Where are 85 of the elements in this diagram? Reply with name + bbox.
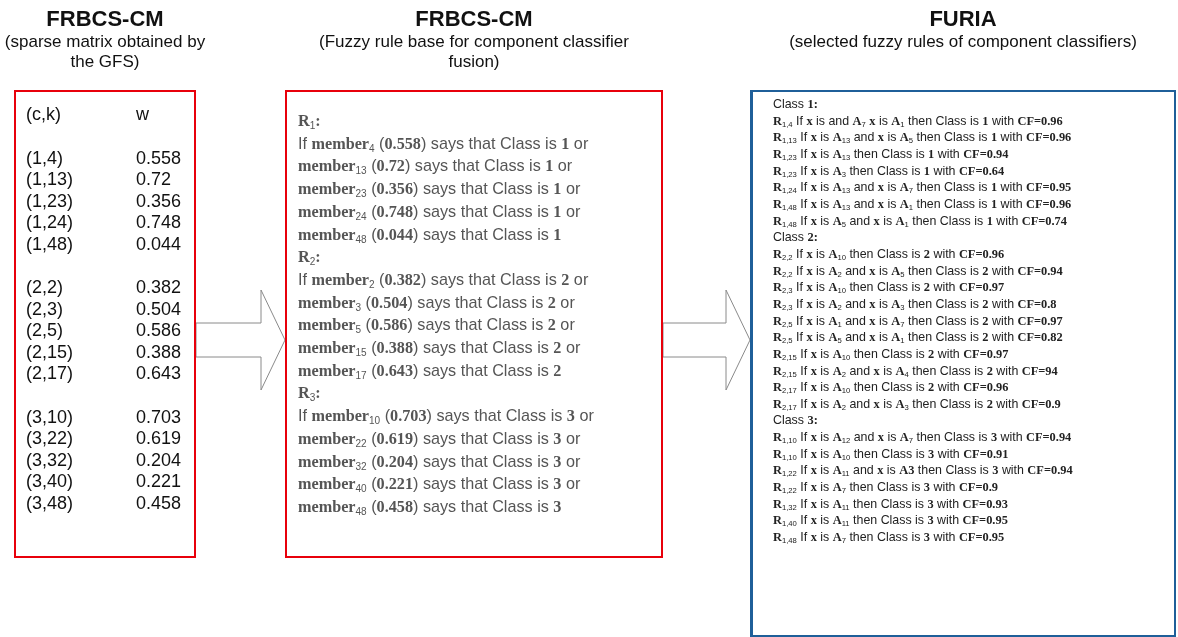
- table-cell: 0.382: [136, 277, 182, 299]
- panel-title: FURIA: [928, 6, 998, 32]
- rule-text: If member$_{10}$ (0.703) says that Class is 3 or: [298, 405, 594, 428]
- rule-text: R$_{2,2}$ If x is A$_{10}$ then Class is 2 with CF=0.96: [773, 245, 1005, 263]
- table-cell: 0.044: [136, 233, 182, 255]
- table-cell-text: (1,23): [26, 190, 75, 212]
- rule-text: R$_{1,13}$ If x is A$_{13}$ and x is A$_{5}$ then Class is 1 with CF=0.96: [773, 129, 1072, 146]
- table-cell: 0.504: [136, 298, 182, 320]
- rule-text: R$_{1,32}$ If x is A$_{11}$ then Class is 3 with CF=0.93: [773, 495, 1008, 513]
- table-cell-text: (3,22): [26, 428, 75, 450]
- table-cell-text: (1,24): [26, 212, 75, 234]
- rule-text: R$_{1,24}$ If x is A$_{13}$ and x is A$_{7}$ then Class is 1 with CF=0.95: [773, 179, 1072, 196]
- rule-text: If member$_{4}$ (0.558) says that Class is 1 or: [298, 132, 589, 156]
- rule-text: R$_{2}$:: [298, 247, 321, 269]
- table-cell: 0.356: [136, 190, 182, 212]
- table-cell-text: (3,48): [26, 492, 75, 514]
- rule-text: member$_{5}$ (0.586) says that Class is 2 or: [298, 314, 575, 337]
- table-cell-text: (c,k): [26, 104, 62, 126]
- rule-text: R$_{1,10}$ If x is A$_{12}$ and x is A$_{7}$ then Class is 3 with CF=0.94: [773, 429, 1072, 446]
- rule-text: R$_{1,23}$ If x is A$_{13}$ then Class is 1 with CF=0.94: [773, 145, 1009, 163]
- rule-text: If member$_{2}$ (0.382) says that Class is 2 or: [298, 268, 589, 292]
- block-arrow: [195, 289, 286, 391]
- rule-text: R$_{2,2}$ If x is A$_{2}$ and x is A$_{5}$ then Class is 2 with CF=0.94: [773, 262, 1063, 280]
- rule-text: R$_{1}$:: [298, 111, 321, 133]
- rule-text: Class 3:: [773, 412, 818, 430]
- table-cell: 0.748: [136, 212, 182, 234]
- table-cell-text: (2,2): [26, 277, 64, 299]
- rule-text: member$_{48}$ (0.044) says that Class is 1: [298, 223, 562, 246]
- rule-text: member$_{13}$ (0.72) says that Class is 1 or: [298, 155, 573, 178]
- rule-text: member$_{32}$ (0.204) says that Class is 3 or: [298, 450, 581, 474]
- table-cell-text: (1,13): [26, 169, 75, 191]
- table-cell: 0.558: [136, 147, 182, 169]
- rule-text: R$_{1,10}$ If x is A$_{10}$ then Class is 3 with CF=0.91: [773, 445, 1009, 463]
- table-cell: 0.221: [136, 471, 182, 493]
- table-cell: 0.72: [136, 169, 172, 191]
- rule-text: Class 2:: [773, 229, 818, 246]
- table-cell: 0.458: [136, 492, 182, 514]
- table-cell: 0.204: [136, 449, 182, 471]
- panel-title: FRBCS-CM: [414, 6, 534, 32]
- rule-text: R$_{1,48}$ If x is A$_{5}$ and x is A$_{1}$ then Class is 1 with CF=0.74: [773, 212, 1067, 230]
- table-cell-text: (2,15): [26, 341, 75, 363]
- table-cell: 0.619: [136, 428, 182, 450]
- rule-text: R$_{1,4}$ If x is and A$_{7}$ x is A$_{1}$ then Class is 1 with CF=0.96: [773, 112, 1063, 130]
- rule-text: R$_{2,3}$ If x is A$_{10}$ then Class is 2 with CF=0.97: [773, 279, 1005, 296]
- block-arrow: [662, 289, 751, 391]
- rule-text: R$_{2,15}$ If x is A$_{10}$ then Class is 2 with CF=0.97: [773, 345, 1009, 363]
- rule-text: R$_{2,5}$ If x is A$_{5}$ and x is A$_{1}$ then Class is 2 with CF=0.82: [773, 329, 1063, 346]
- rule-text: R$_{2,5}$ If x is A$_{1}$ and x is A$_{7}$ then Class is 2 with CF=0.97: [773, 312, 1063, 330]
- rule-text: R$_{2,15}$ If x is A$_{2}$ and x is A$_{4}$ then Class is 2 with CF=94: [773, 362, 1058, 380]
- table-cell-text: (2,5): [26, 320, 64, 342]
- rule-text: R$_{1,48}$ If x is A$_{13}$ and x is A$_{1}$ then Class is 1 with CF=0.96: [773, 195, 1072, 213]
- table-cell-text: (1,48): [26, 233, 75, 255]
- rule-text: R$_{1,48}$ If x is A$_{7}$ then Class is 3 with CF=0.95: [773, 529, 1005, 546]
- rule-text: member$_{23}$ (0.356) says that Class is 1 or: [298, 178, 581, 201]
- table-cell-text: (3,10): [26, 406, 75, 428]
- table-cell-text: (3,40): [26, 471, 75, 493]
- panel-subtitle: (sparse matrix obtained by the GFS): [3, 32, 207, 72]
- table-cell: w: [136, 104, 149, 126]
- rule-text: R$_{1,40}$ If x is A$_{11}$ then Class is 3 with CF=0.95: [773, 512, 1008, 530]
- rule-text: R$_{1,22}$ If x is A$_{7}$ then Class is 3 with CF=0.9: [773, 479, 998, 496]
- table-cell: 0.586: [136, 320, 182, 342]
- rule-text: member$_{24}$ (0.748) says that Class is 1 or: [298, 200, 581, 224]
- table-cell: 0.643: [136, 363, 182, 385]
- table-cell: 0.703: [136, 406, 182, 428]
- rule-text: member$_{48}$ (0.458) says that Class is 3: [298, 495, 562, 519]
- rule-text: R$_{1,23}$ If x is A$_{3}$ then Class is 1 with CF=0.64: [773, 162, 1005, 180]
- rule-text: member$_{22}$ (0.619) says that Class is 3 or: [298, 427, 581, 451]
- panel-subtitle: (Fuzzy rule base for component classifier fusion): [318, 32, 630, 72]
- rule-text: R$_{1,22}$ If x is A$_{11}$ and x is A3 then Class is 3 with CF=0.94: [773, 462, 1073, 480]
- table-cell-text: (1,4): [26, 147, 64, 169]
- rule-text: R$_{2,3}$ If x is A$_{2}$ and x is A$_{3}$ then Class is 2 with CF=0.8: [773, 295, 1057, 313]
- rule-text: R$_{3}$:: [298, 383, 321, 405]
- rule-text: member$_{15}$ (0.388) says that Class is 2 or: [298, 337, 581, 360]
- rule-text: member$_{40}$ (0.221) says that Class is 3 or: [298, 473, 581, 496]
- table-cell-text: (2,3): [26, 298, 64, 320]
- panel-title: FRBCS-CM: [45, 6, 165, 32]
- rule-text: R$_{2,17}$ If x is A$_{2}$ and x is A$_{3}$ then Class is 2 with CF=0.9: [773, 395, 1061, 413]
- table-cell-text: (2,17): [26, 363, 75, 385]
- table-cell: 0.388: [136, 341, 182, 363]
- rule-text: R$_{2,17}$ If x is A$_{10}$ then Class is 2 with CF=0.96: [773, 379, 1009, 396]
- table-cell-text: (3,32): [26, 449, 75, 471]
- rule-text: Class 1:: [773, 96, 818, 113]
- rule-text: member$_{3}$ (0.504) says that Class is 2 or: [298, 291, 575, 315]
- panel-subtitle: (selected fuzzy rules of component classifiers): [788, 32, 1138, 52]
- rule-text: member$_{17}$ (0.643) says that Class is 2: [298, 359, 562, 383]
